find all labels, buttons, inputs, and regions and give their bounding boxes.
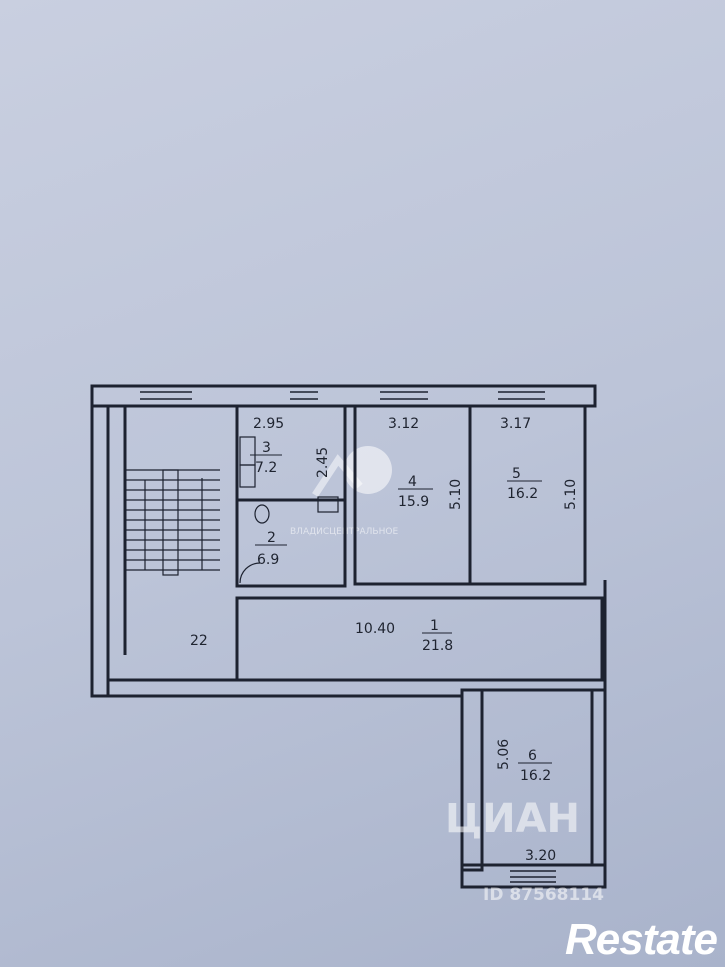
room-2-area: 6.9 (257, 552, 279, 568)
room-4-width: 3.12 (388, 416, 419, 432)
room-3-width: 2.95 (253, 416, 284, 432)
room-3-area: 7.2 (255, 460, 277, 476)
room-6-area: 16.2 (520, 768, 551, 784)
room-2-number: 2 (267, 530, 276, 546)
restate-logo: Restate (565, 915, 718, 964)
fixtures (239, 436, 339, 584)
room-1-area: 21.8 (422, 638, 453, 654)
room-4-area: 15.9 (398, 494, 429, 510)
windows (140, 391, 556, 883)
room-6-width: 3.20 (525, 848, 556, 864)
room-5-number: 5 (512, 466, 521, 482)
watermark-cian: ЦИАН (445, 796, 580, 842)
watermark-circle (344, 446, 392, 494)
room-labels: 2.95 3 7.2 2.45 2 6.9 3.12 4 15.9 5.10 3… (190, 416, 579, 864)
room-4-number: 4 (408, 474, 417, 490)
walls (90, 384, 607, 889)
room-1-dimension: 10.40 (355, 621, 395, 637)
room-5-depth: 5.10 (563, 479, 579, 510)
room-4-depth: 5.10 (448, 479, 464, 510)
stair-label: 22 (190, 633, 208, 649)
room-3-number: 3 (262, 440, 271, 456)
room-5-area: 16.2 (507, 486, 538, 502)
room-5-width: 3.17 (500, 416, 531, 432)
room-3-depth: 2.45 (315, 447, 331, 478)
room-6-depth: 5.06 (496, 739, 512, 770)
watermark-id: ID 87568114 (483, 885, 604, 905)
room-6-number: 6 (528, 748, 537, 764)
room-1-number: 1 (430, 618, 439, 634)
stairs (125, 469, 220, 576)
